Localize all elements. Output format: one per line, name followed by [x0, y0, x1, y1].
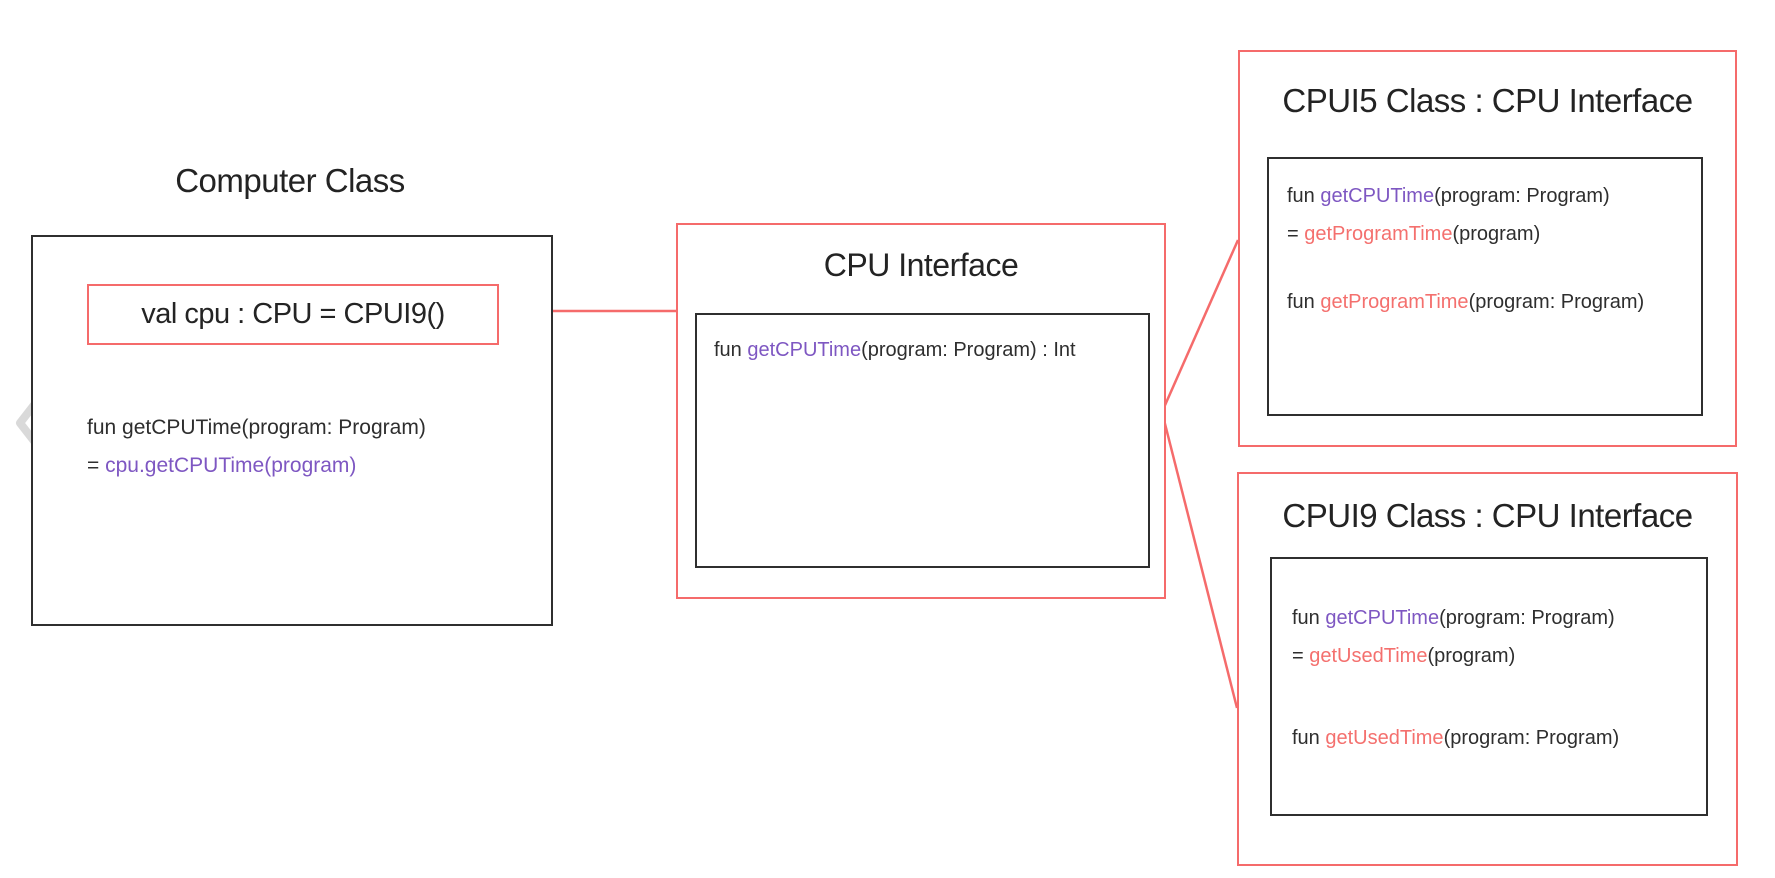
- cpui9-class-box: CPUI9 Class : CPU Interface fun getCPUTi…: [1237, 472, 1738, 866]
- cpui5-class-box: CPUI5 Class : CPU Interface fun getCPUTi…: [1238, 50, 1737, 447]
- fun-keyword: fun: [714, 339, 748, 361]
- method-params: (program: Program) : Int: [861, 339, 1076, 361]
- cpu-interface-title: CPU Interface: [823, 247, 1019, 283]
- interface-method-line: fun getCPUTime(program: Program) : Int: [697, 315, 1148, 369]
- method-name-getprogramtime: getProgramTime: [1320, 291, 1469, 313]
- method-params: (program: Program): [1434, 185, 1610, 207]
- method-params: (program: Program): [1443, 727, 1620, 749]
- computer-class-method: fun getCPUTime(program: Program) = cpu.g…: [87, 409, 426, 485]
- equals-token: =: [1292, 645, 1310, 667]
- method-name-getprogramtime: getProgramTime: [1304, 223, 1453, 245]
- cpui5-code: fun getCPUTime(program: Program) = getPr…: [1269, 159, 1701, 321]
- connector-interface-to-cpui5: [1160, 239, 1240, 413]
- method-name-getusedtime: getUsedTime: [1325, 727, 1444, 749]
- fun-keyword: fun: [1292, 727, 1326, 749]
- fun-keyword: fun: [1287, 291, 1321, 313]
- method-signature-line: fun getCPUTime(program: Program): [87, 409, 426, 447]
- cpui5-methods-box: fun getCPUTime(program: Program) = getPr…: [1267, 157, 1703, 416]
- method-name-getusedtime: getUsedTime: [1309, 645, 1428, 667]
- method-name-getcputime: getCPUTime: [747, 339, 862, 361]
- method-params: (program): [1427, 645, 1516, 667]
- fun-keyword: fun: [1287, 185, 1321, 207]
- cpui9-method2-line: fun getUsedTime(program: Program): [1292, 719, 1706, 757]
- connector-interface-to-cpui9: [1160, 411, 1239, 709]
- cpu-field-declaration: val cpu : CPU = CPUI9(): [141, 298, 445, 330]
- cpui5-method1-body-line: = getProgramTime(program): [1287, 215, 1701, 253]
- cpui9-method1-body-line: = getUsedTime(program): [1292, 637, 1706, 675]
- method-call-token: cpu.getCPUTime(program): [105, 454, 357, 477]
- method-body-line: = cpu.getCPUTime(program): [87, 447, 426, 485]
- cpui9-methods-box: fun getCPUTime(program: Program) = getUs…: [1270, 557, 1708, 816]
- method-name-getcputime: getCPUTime: [1325, 607, 1440, 629]
- computer-class-box: val cpu : CPU = CPUI9() fun getCPUTime(p…: [31, 235, 553, 626]
- cpu-interface-box: CPU Interface fun getCPUTime(program: Pr…: [676, 223, 1166, 599]
- cpu-interface-method-box: fun getCPUTime(program: Program) : Int: [695, 313, 1150, 568]
- equals-token: =: [1287, 223, 1305, 245]
- cpui9-code: fun getCPUTime(program: Program) = getUs…: [1272, 559, 1706, 757]
- fun-keyword: fun: [1292, 607, 1326, 629]
- computer-class-title: Computer Class: [175, 162, 405, 199]
- cpui9-title: CPUI9 Class : CPU Interface: [1282, 497, 1693, 534]
- method-params: (program: Program): [1468, 291, 1645, 313]
- cpui5-title: CPUI5 Class : CPU Interface: [1282, 82, 1693, 119]
- cpui5-method2-line: fun getProgramTime(program: Program): [1287, 283, 1701, 321]
- method-params: (program): [1452, 223, 1541, 245]
- equals-token: =: [87, 454, 106, 477]
- cpu-field-highlight-box: val cpu : CPU = CPUI9(): [87, 284, 499, 345]
- cpui5-method1-line: fun getCPUTime(program: Program): [1287, 177, 1701, 215]
- method-name-getcputime: getCPUTime: [1320, 185, 1435, 207]
- cpui9-method1-line: fun getCPUTime(program: Program): [1292, 599, 1706, 637]
- method-params: (program: Program): [1439, 607, 1615, 629]
- method-signature: fun getCPUTime(program: Program): [87, 416, 426, 439]
